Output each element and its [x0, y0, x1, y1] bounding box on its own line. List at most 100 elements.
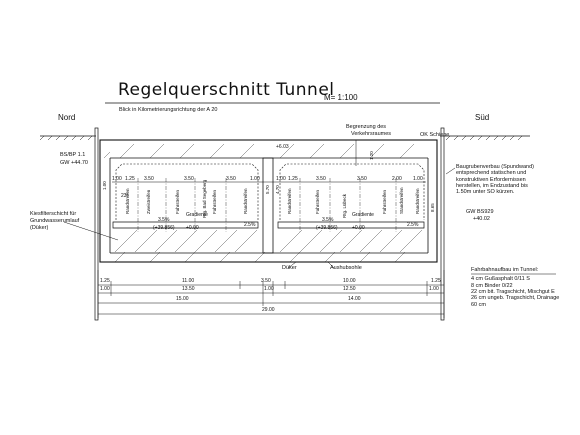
label-elevation-right: (+39.856)	[316, 225, 338, 231]
baugrube-note-line: entsprechend statischen und	[456, 170, 527, 177]
lane-label: Randstreifen	[287, 188, 292, 214]
inner-dimension: 1.25	[288, 176, 298, 182]
fahrbahn-note: Fahrbahnaufbau im Tunnel: 4 cm Gußasphal…	[471, 267, 571, 308]
dimension-row2: 13.50	[182, 286, 195, 292]
fahrbahn-heading: Fahrbahnaufbau im Tunnel:	[471, 267, 539, 273]
label-gw-right-2: +40.02	[473, 216, 490, 222]
label-slope-right: 3.5%	[322, 217, 334, 223]
lane-label: Fahrstreifen	[175, 189, 180, 214]
drawing-scale: M= 1:100	[324, 93, 358, 102]
label-gradiente-left: Gradiente	[186, 212, 208, 218]
label-slope-small-left: 2.5%	[244, 222, 256, 228]
dimension-row3: 15.00	[176, 296, 189, 302]
label-direction-right: Rtg. Lübeck	[342, 193, 347, 218]
label-ok-schiene: OK Schiene	[420, 132, 450, 138]
label-north: Nord	[58, 113, 76, 122]
inner-dimension: 1.00	[276, 176, 286, 182]
lane-label: Fahrstreifen	[212, 189, 217, 214]
dimension-row1: 1.25	[431, 278, 441, 284]
fahrbahn-line: 26 cm ungeb. Tragschicht, Drainage	[471, 295, 560, 302]
label-gradiente-right-value: +0.00	[352, 225, 365, 231]
inner-dimension: 3.50	[144, 176, 154, 182]
dimension-row1: 3.50	[261, 278, 271, 284]
dimension-row4: 29.00	[262, 307, 275, 313]
label-slope-left: 3.5%	[158, 217, 170, 223]
lane-label: Standstreifen	[399, 187, 404, 214]
baugrube-note-line: herstellen, im Endzustand bis	[456, 182, 528, 189]
label-kies-1: Kiesfilterschicht für	[30, 211, 77, 217]
tunnel-outer-box	[99, 139, 438, 263]
vertical-dimension: 1.00	[102, 181, 107, 190]
label-bs-bp: BS/BP 1.1	[60, 152, 86, 158]
fahrbahn-line: 22 cm bit. Tragschicht, Mischgut E	[471, 288, 555, 295]
sheet-pile-wall-right	[440, 127, 445, 321]
vertical-dimension: 1.20	[369, 151, 374, 160]
inner-dimension: 3.50	[184, 176, 194, 182]
label-slope-small-right: 2.5%	[407, 222, 419, 228]
clearance-envelope-right	[279, 163, 425, 220]
fahrbahn-line: 8 cm Binder 0/22	[471, 282, 513, 289]
dimension-row2: 1.00	[264, 286, 274, 292]
drawing-subtitle: Blick in Kilometrierungsrichtung der A 2…	[119, 107, 218, 113]
vertical-dimension: 4.70	[275, 185, 280, 194]
lane-axis-lines	[137, 178, 397, 232]
concrete-hatch	[103, 143, 415, 263]
aushub-leader	[327, 261, 335, 269]
label-angle: 23°	[121, 193, 129, 199]
middle-wall	[262, 157, 274, 254]
dimension-row1: 1.25	[100, 278, 110, 284]
drawing-title: Regelquerschnitt Tunnel	[118, 80, 335, 100]
lane-label: Fahrstreifen	[382, 189, 387, 214]
inner-dimension: 3.50	[357, 176, 367, 182]
label-begrenzung-2: Verkehrsraumes	[351, 131, 392, 137]
baugrube-note: Baugrubenverbau (Spundwand) entsprechend…	[456, 164, 566, 196]
sheet-pile-wall-left	[94, 127, 99, 321]
baugrube-note-line: 1.50m unter SO kürzen.	[456, 189, 515, 196]
inner-dimension: 1.00	[413, 176, 423, 182]
clearance-envelope-left	[115, 163, 259, 220]
dimension-row2: 12.50	[343, 286, 356, 292]
lane-label: Randstreifen	[125, 188, 130, 214]
label-direction-left: Rtg. Bad Segeberg	[202, 179, 207, 218]
fahrbahn-line: 60 cm	[471, 301, 486, 308]
label-gw-left: GW +44.70	[60, 160, 88, 166]
lane-label: Randstreifen	[415, 188, 420, 214]
inner-dimension: 1.00	[112, 176, 122, 182]
label-gradiente-left-value: +0.00	[186, 225, 199, 231]
label-gw-right-1: GW BS929	[466, 209, 494, 215]
label-kies-2: Grundwasserumlauf	[30, 218, 80, 224]
baugrube-leader	[445, 167, 456, 175]
dimension-row2: 1.00	[100, 286, 110, 292]
duker-leader	[287, 261, 297, 269]
lane-label: Fahrstreifen	[315, 189, 320, 214]
roadway-right	[277, 221, 425, 229]
dimension-row3: 14.00	[348, 296, 361, 302]
label-aushub: Aushubsohle	[330, 265, 362, 271]
dimension-lines	[97, 270, 445, 318]
dimension-row1: 11.00	[182, 278, 195, 284]
ground-hatch	[39, 135, 523, 141]
label-kies-3: (Düker)	[30, 225, 49, 231]
vertical-dimension: 5.70	[265, 185, 270, 194]
inner-dimension: 1.25	[125, 176, 135, 182]
lane-label: Randstreifen	[243, 188, 248, 214]
kies-leader	[63, 221, 119, 241]
label-level-top: +6.03	[276, 144, 289, 150]
lane-label: Zweistreifen	[146, 189, 151, 214]
label-south: Süd	[475, 113, 490, 122]
baugrube-note-line: Baugrubenverbau (Spundwand)	[456, 164, 534, 170]
baugrube-note-line: konstruktiven Erfordernissen	[456, 176, 526, 183]
vertical-dimension: 8.65	[430, 203, 435, 212]
inner-dimension: 1.00	[250, 176, 260, 182]
fill-hatch	[114, 229, 423, 253]
fahrbahn-line: 4 cm Gußasphalt 0/11 S	[471, 276, 530, 283]
dimension-row1: 10.00	[343, 278, 356, 284]
inner-dimension: 3.50	[226, 176, 236, 182]
roadway-left	[112, 221, 259, 229]
dimension-row2: 1.00	[429, 286, 439, 292]
label-begrenzung-1: Begrenzung des	[346, 124, 387, 130]
inner-dimension: 2.00	[392, 176, 402, 182]
inner-dimension: 3.50	[316, 176, 326, 182]
label-duker: Düker	[282, 265, 297, 271]
